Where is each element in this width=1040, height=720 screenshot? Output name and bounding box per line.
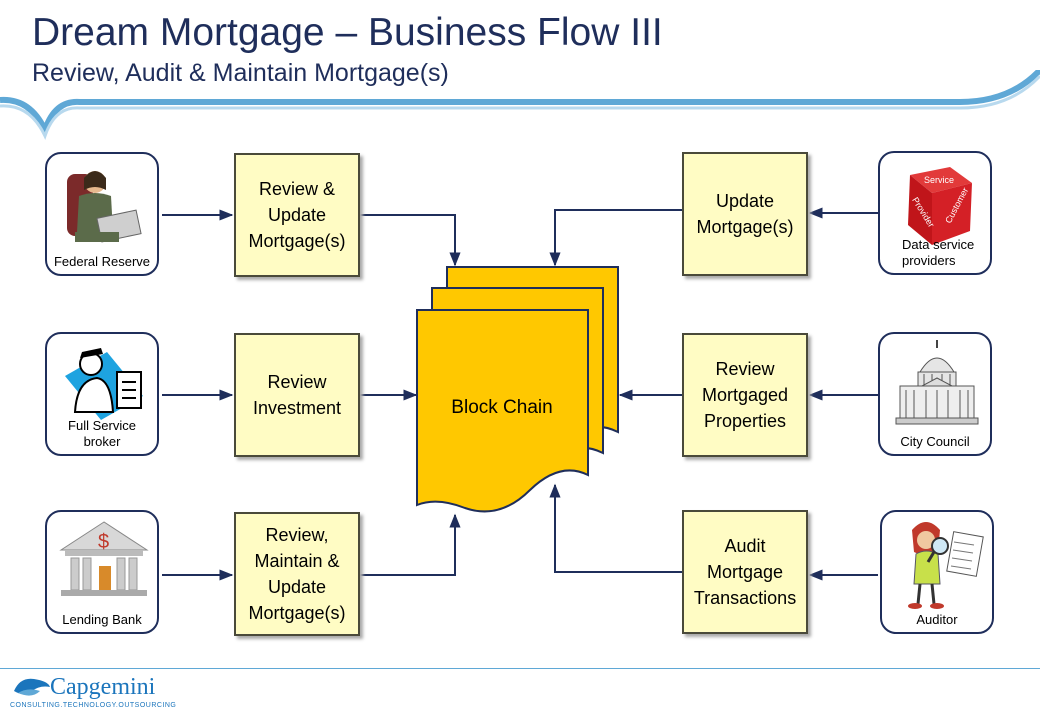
process-label: Audit Mortgage Transactions: [693, 536, 797, 608]
process-review-maintain-update: Review, Maintain & Update Mortgage(s): [234, 512, 360, 636]
actor-full-service-broker: Full Service broker: [45, 332, 159, 456]
svg-text:$: $: [98, 531, 109, 553]
header-swoosh: [0, 70, 1040, 141]
actor-label: Data service providers: [902, 237, 975, 268]
dice-word-service: Service: [924, 175, 954, 185]
actor-city-council: City Council: [878, 332, 992, 456]
actor-label: Federal Reserve: [53, 254, 151, 269]
actor-label: Full Service broker: [68, 418, 136, 449]
page-title: Dream Mortgage – Business Flow III: [32, 11, 663, 54]
arrow-audit-to-chain: [549, 483, 683, 573]
broker-clipboard-icon: [65, 348, 143, 420]
service-dice-icon: Service Provider Customer: [908, 167, 972, 245]
process-audit-transactions: Audit Mortgage Transactions: [682, 510, 808, 634]
actor-label: Lending Bank: [62, 612, 142, 627]
process-label: Update Mortgage(s): [696, 191, 794, 237]
actor-federal-reserve: Federal Reserve: [45, 152, 159, 276]
capgemini-tagline: CONSULTING.TECHNOLOGY.OUTSOURCING: [10, 702, 177, 709]
process-update-mortgage: Update Mortgage(s): [682, 152, 808, 276]
actor-auditor: Auditor: [880, 510, 994, 634]
auditor-magnifier-icon: [908, 522, 984, 609]
businesswoman-icon: [67, 171, 142, 243]
arrow-maintain-to-chain: [360, 513, 461, 576]
actor-label: Auditor: [916, 612, 958, 627]
capgemini-spade-logo: [14, 678, 50, 696]
process-review-properties: Review Mortgaged Properties: [682, 333, 808, 457]
actor-lending-bank: $ Lending Bank: [45, 510, 159, 634]
process-review-investment: Review Investment: [234, 333, 360, 457]
capitol-building-icon: [895, 340, 979, 425]
footer-divider: [0, 668, 1040, 669]
capgemini-wordmark: Capgemini: [50, 674, 156, 700]
blockchain-label: Block Chain: [451, 397, 553, 418]
process-label: Review Investment: [252, 372, 342, 418]
actor-data-service-providers: Service Provider Customer Data service p…: [878, 151, 992, 275]
process-review-update-left: Review & Update Mortgage(s): [234, 153, 360, 277]
arrow-update-to-chain: [549, 209, 683, 267]
process-label: Review Mortgaged Properties: [701, 359, 789, 431]
process-label: Review & Update Mortgage(s): [248, 179, 346, 251]
bank-icon: $: [59, 521, 149, 596]
process-label: Review, Maintain & Update Mortgage(s): [248, 525, 346, 623]
arrow-review-to-chain: [360, 214, 461, 267]
actor-label: City Council: [900, 434, 970, 449]
blockchain-documents: [416, 266, 619, 513]
page-subtitle: Review, Audit & Maintain Mortgage(s): [32, 59, 449, 87]
